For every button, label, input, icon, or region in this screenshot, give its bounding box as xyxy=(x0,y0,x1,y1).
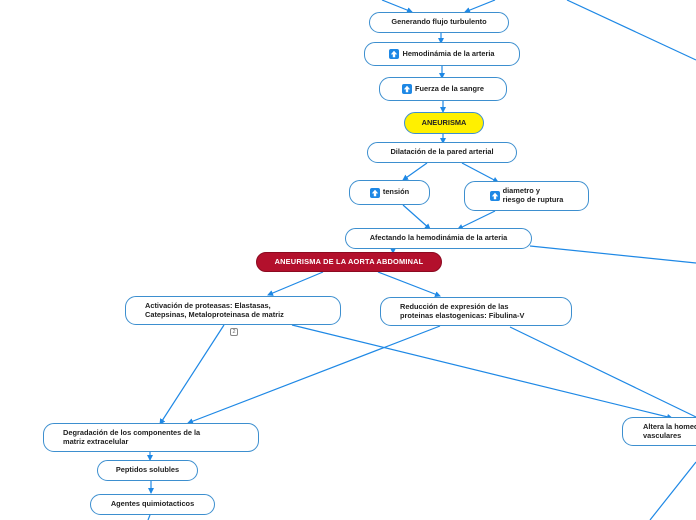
edge-top-far-right xyxy=(566,0,696,61)
edge-afectando-right xyxy=(529,245,696,264)
node-label: ANEURISMA DE LA AORTA ABDOMINAL xyxy=(274,256,424,266)
node-label: Afectando la hemodinámia de la arteria xyxy=(369,233,508,243)
edge-dilatacion-tension xyxy=(402,162,428,181)
node-label: Dilatación de la pared arterial xyxy=(390,147,494,157)
node-activacion-proteasas[interactable]: Activación de proteasas: Elastasas, Cate… xyxy=(125,296,341,336)
up-arrow-icon xyxy=(401,84,412,94)
node-label: Fuerza de la sangre xyxy=(414,83,484,93)
node-label: Activación de proteasas: Elastasas, Cate… xyxy=(145,300,284,319)
edge-top-left xyxy=(381,0,413,13)
node-diametro-riesgo[interactable]: diametro y riesgo de ruptura xyxy=(464,181,589,211)
node-altera-homeostasis[interactable]: Altera la homeo vasculares xyxy=(622,417,696,446)
node-dilatacion-pared[interactable]: Dilatación de la pared arterial xyxy=(367,142,517,163)
node-label: ANEURISMA xyxy=(421,117,467,127)
node-label: Agentes quimiotacticos xyxy=(110,499,195,509)
edge-aaa-proteasas xyxy=(267,271,324,296)
node-peptidos-solubles[interactable]: Peptidos solubles xyxy=(97,460,198,481)
edge-reduccion-degradacion xyxy=(187,325,441,425)
node-label: Reducción de expresión de las proteinas … xyxy=(400,301,525,320)
node-generando-flujo-turbulento[interactable]: Generando flujo turbulento xyxy=(369,12,509,33)
edge-proteasas-altera xyxy=(291,324,673,420)
node-label: Generando flujo turbulento xyxy=(391,17,487,27)
node-label: Altera la homeo vasculares xyxy=(643,422,696,440)
node-tension[interactable]: tensión xyxy=(349,180,430,205)
node-aneurisma[interactable]: ANEURISMA xyxy=(404,112,484,134)
edge-dilatacion-diametro xyxy=(461,162,499,183)
up-arrow-icon xyxy=(489,191,500,201)
node-agentes-quimiotacticos[interactable]: Agentes quimiotacticos xyxy=(90,494,215,515)
edge-diametro-afectando xyxy=(457,210,496,230)
edge-top-right xyxy=(464,0,496,13)
node-fuerza-sangre[interactable]: Fuerza de la sangre xyxy=(379,77,507,101)
node-afectando-hemodinamia[interactable]: Afectando la hemodinámia de la arteria xyxy=(345,228,532,249)
node-label: Hemodinámia de la arteria xyxy=(402,48,495,58)
node-degradacion-matriz[interactable]: Degradación de los componentes de la mat… xyxy=(43,423,259,452)
count-badge[interactable]: 2 xyxy=(230,328,238,336)
node-label: diametro y riesgo de ruptura xyxy=(502,186,564,204)
node-label: Degradación de los componentes de la mat… xyxy=(63,427,201,446)
node-label: Peptidos solubles xyxy=(115,465,180,475)
edge-aaa-reduccion xyxy=(377,271,441,297)
node-reduccion-expresion[interactable]: Reducción de expresión de las proteinas … xyxy=(380,297,572,326)
up-arrow-icon xyxy=(389,49,400,59)
edge-tension-afectando xyxy=(402,204,431,230)
node-label: tensión xyxy=(382,187,410,197)
edge-reduccion-altera xyxy=(509,326,696,418)
edge-altera-down xyxy=(649,461,696,520)
edge-proteasas-degradacion xyxy=(159,324,225,425)
up-arrow-icon xyxy=(369,187,380,198)
node-aneurisma-aorta-abdominal[interactable]: ANEURISMA DE LA AORTA ABDOMINAL xyxy=(256,252,442,272)
node-hemodinamia-arteria[interactable]: Hemodinámia de la arteria xyxy=(364,42,520,66)
edge-agentes-down xyxy=(147,514,151,520)
